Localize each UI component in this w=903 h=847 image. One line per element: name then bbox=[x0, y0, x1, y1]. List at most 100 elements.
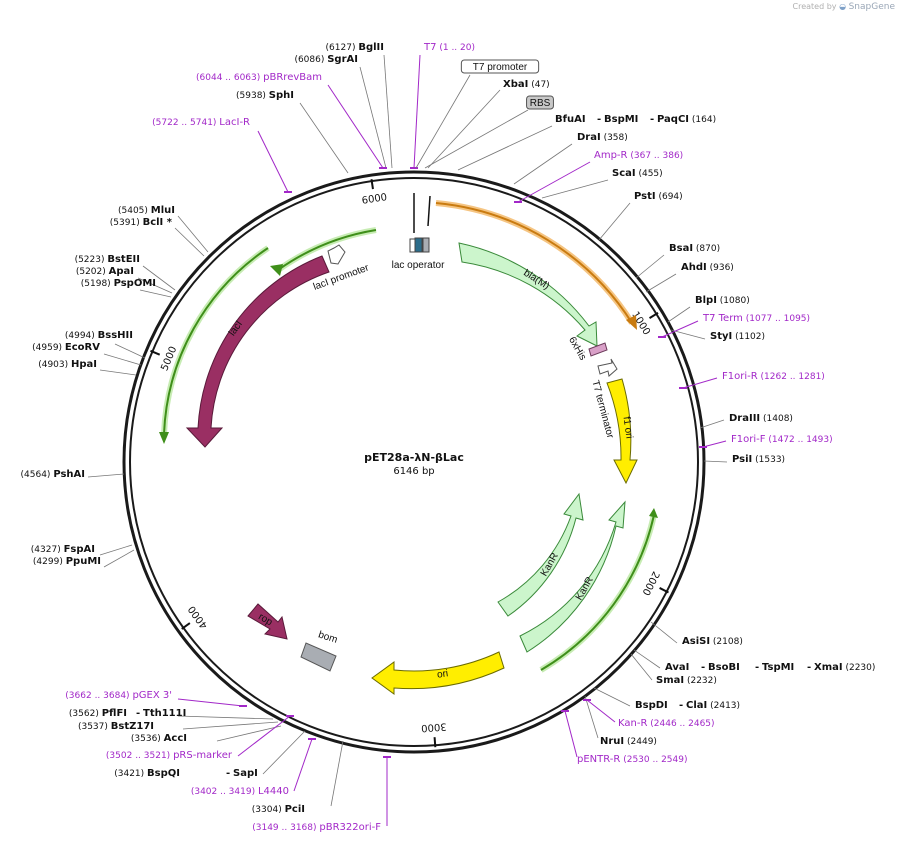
tick-mark bbox=[433, 737, 437, 748]
enzyme-site-label[interactable]: (5223) BstEII bbox=[75, 254, 140, 265]
enzyme-leader-line bbox=[330, 740, 344, 807]
enzyme-site-label[interactable]: (4994) BssHII bbox=[65, 330, 133, 341]
enzyme-position: (2230) bbox=[843, 663, 876, 673]
enzyme-site-label[interactable]: ScaI (455) bbox=[612, 168, 663, 179]
feature-label[interactable]: KanR bbox=[574, 575, 596, 602]
enzyme-site-label[interactable]: XbaI (47) bbox=[503, 79, 550, 90]
enzyme-position: (936) bbox=[707, 263, 734, 273]
enzyme-site-label[interactable]: BspMI bbox=[604, 114, 638, 125]
enzyme-site-label[interactable]: XmaI (2230) bbox=[814, 662, 875, 673]
enzyme-site-label[interactable]: (4959) EcoRV bbox=[32, 342, 100, 353]
enzyme-position: (4903) bbox=[38, 360, 71, 370]
enzyme-site-label[interactable]: (4903) HpaI bbox=[38, 359, 97, 370]
enzyme-name: StyI bbox=[710, 331, 732, 342]
enzyme-site-label[interactable]: BspDI bbox=[635, 700, 668, 711]
enzyme-leader-line bbox=[142, 265, 176, 291]
orf-green-left2-arc-core bbox=[163, 247, 269, 435]
enzyme-site-label[interactable]: (3421) BspQI bbox=[114, 768, 180, 779]
primer-name: Kan-R bbox=[618, 718, 647, 729]
feature-label[interactable]: KanR bbox=[539, 551, 561, 578]
primer-leader-line bbox=[682, 377, 718, 389]
primer-label[interactable]: F1ori-R (1262 .. 1281) bbox=[722, 371, 825, 382]
feature-label[interactable]: ori bbox=[436, 668, 449, 680]
primer-leader-line bbox=[661, 320, 699, 338]
orf-green-right-arc-core bbox=[540, 514, 655, 671]
feature-label[interactable]: lac operator bbox=[392, 260, 445, 271]
enzyme-site-label[interactable]: (4564) PshAI bbox=[21, 469, 85, 480]
enzyme-site-label[interactable]: SapI bbox=[233, 768, 258, 779]
enzyme-name: SapI bbox=[233, 768, 258, 779]
enzyme-name: ApaI bbox=[109, 266, 134, 277]
primer-name: T7 bbox=[423, 42, 436, 53]
feature-label[interactable]: bom bbox=[317, 629, 339, 645]
primer-label[interactable]: T7 Term (1077 .. 1095) bbox=[702, 313, 810, 324]
primer-label[interactable]: T7 (1 .. 20) bbox=[423, 42, 475, 53]
enzyme-site-label[interactable]: (4299) PpuMI bbox=[33, 556, 101, 567]
enzyme-site-label[interactable]: PsiI (1533) bbox=[732, 454, 785, 465]
enzyme-position: (4299) bbox=[33, 557, 66, 567]
enzyme-name: MluI bbox=[151, 205, 175, 216]
enzyme-separator: - bbox=[679, 700, 683, 711]
enzyme-name: SgrAI bbox=[327, 54, 358, 65]
enzyme-site-label[interactable]: AvaI bbox=[665, 662, 689, 673]
enzyme-site-label[interactable]: (4327) FspAI bbox=[31, 544, 95, 555]
primer-label[interactable]: (6044 .. 6063) pBRrevBam bbox=[196, 72, 322, 83]
enzyme-site-label[interactable]: ClaI (2413) bbox=[686, 700, 740, 711]
enzyme-site-label[interactable]: BlpI (1080) bbox=[695, 295, 750, 306]
enzyme-site-label[interactable]: (3537) BstZ17I bbox=[78, 721, 154, 732]
enzyme-site-label[interactable]: AhdI (936) bbox=[681, 262, 734, 273]
enzyme-site-label[interactable]: (3562) PflFI bbox=[69, 708, 127, 719]
enzyme-site-label[interactable]: TspMI bbox=[762, 662, 794, 673]
enzyme-site-label[interactable]: (5202) ApaI bbox=[76, 266, 134, 277]
tick-mark bbox=[150, 349, 161, 356]
feature-label-box bbox=[460, 59, 540, 74]
enzyme-name: PshAI bbox=[53, 469, 85, 480]
primer-label[interactable]: (3502 .. 3521) pRS-marker bbox=[106, 750, 233, 761]
enzyme-site-label[interactable]: BfuAI bbox=[555, 114, 586, 125]
enzyme-site-label[interactable]: PstI (694) bbox=[634, 191, 683, 202]
primer-label[interactable]: Kan-R (2446 .. 2465) bbox=[618, 718, 715, 729]
feature-label[interactable]: T7 promoter bbox=[473, 62, 528, 73]
primer-label[interactable]: F1ori-F (1472 .. 1493) bbox=[731, 434, 833, 445]
primer-range: (3502 .. 3521) bbox=[106, 751, 173, 761]
enzyme-site-label[interactable]: (5405) MluI bbox=[118, 205, 175, 216]
enzyme-separator: - bbox=[650, 114, 654, 125]
orf-green-right-arrowhead bbox=[649, 508, 658, 518]
primer-label[interactable]: (3149 .. 3168) pBR322ori-F bbox=[252, 822, 381, 833]
enzyme-leader-line bbox=[174, 227, 205, 257]
primer-label[interactable]: (3402 .. 3419) L4440 bbox=[191, 786, 289, 797]
primer-label[interactable]: pENTR-R (2530 .. 2549) bbox=[577, 754, 688, 765]
enzyme-site-label[interactable]: DraI (358) bbox=[577, 132, 628, 143]
enzyme-leader-line bbox=[99, 544, 133, 556]
enzyme-site-label[interactable]: (3304) PciI bbox=[252, 804, 305, 815]
enzyme-position: (694) bbox=[656, 192, 683, 202]
enzyme-site-label[interactable]: DraIII (1408) bbox=[729, 413, 793, 424]
enzyme-name: SmaI bbox=[656, 675, 684, 686]
enzyme-site-label[interactable]: (6127) BglII bbox=[326, 42, 384, 53]
primer-label[interactable]: Amp-R (367 .. 386) bbox=[594, 150, 683, 161]
enzyme-site-label[interactable]: BsoBI bbox=[708, 662, 740, 673]
enzyme-site-label[interactable]: (5198) PspOMI bbox=[81, 278, 156, 289]
enzyme-site-label[interactable]: PaqCI (164) bbox=[657, 114, 716, 125]
enzyme-site-label[interactable]: StyI (1102) bbox=[710, 331, 765, 342]
enzyme-position: (5223) bbox=[75, 255, 108, 265]
enzyme-site-label[interactable]: (5938) SphI bbox=[236, 90, 294, 101]
enzyme-name: EcoRV bbox=[65, 342, 100, 353]
enzyme-site-label[interactable]: BsaI (870) bbox=[669, 243, 720, 254]
kanr-feature-2 bbox=[519, 500, 626, 653]
primer-label[interactable]: (5722 .. 5741) LacI-R bbox=[152, 117, 250, 128]
enzyme-site-label[interactable]: (6086) SgrAI bbox=[294, 54, 358, 65]
enzyme-position: (4327) bbox=[31, 545, 64, 555]
enzyme-site-label[interactable]: (3536) AccI bbox=[131, 733, 187, 744]
enzyme-site-label[interactable]: (5391) BclI * bbox=[110, 217, 173, 228]
primer-range: (2446 .. 2465) bbox=[647, 719, 714, 729]
enzyme-site-label[interactable]: Tth111I bbox=[143, 708, 186, 719]
primer-leader-line bbox=[257, 130, 289, 193]
enzyme-site-label[interactable]: SmaI (2232) bbox=[656, 675, 717, 686]
enzyme-site-label[interactable]: AsiSI (2108) bbox=[682, 636, 743, 647]
feature-label[interactable]: f1 ori bbox=[620, 416, 634, 440]
enzyme-site-label[interactable]: NruI (2449) bbox=[600, 736, 657, 747]
enzyme-name: XbaI bbox=[503, 79, 528, 90]
primer-label[interactable]: (3662 .. 3684) pGEX 3' bbox=[65, 690, 172, 701]
feature-label[interactable]: RBS bbox=[530, 98, 551, 109]
